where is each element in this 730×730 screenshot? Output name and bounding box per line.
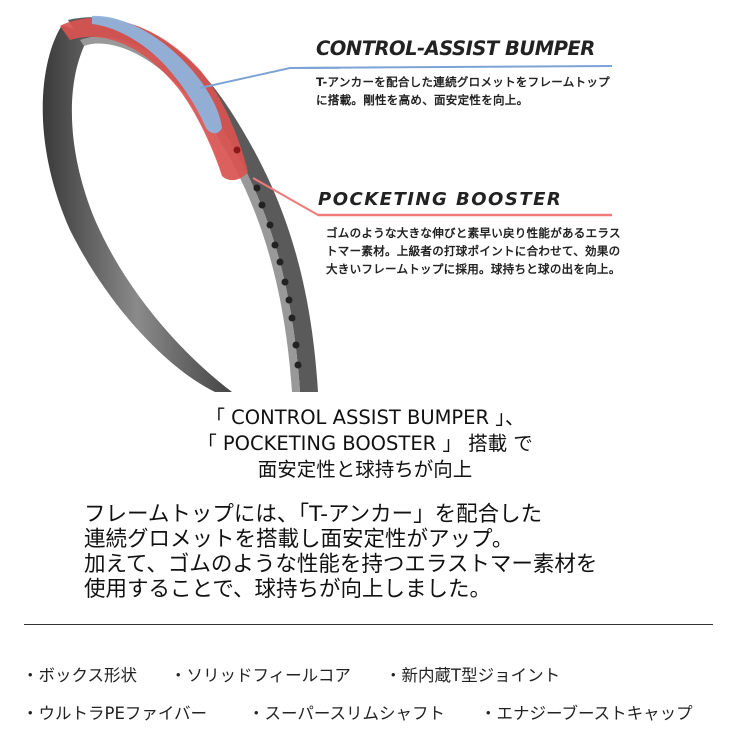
feature-item: ・スーパースリムシャフト — [248, 704, 446, 723]
pocketing-booster-title: POCKETING BOOSTER — [318, 189, 563, 210]
description-line: トマー素材。上級者の打球ポイントに合わせて、効果の — [326, 244, 621, 258]
body-line: 加えて、ゴムのような性能を持つエラストマー素材を — [84, 552, 598, 577]
description-line: ゴムのような大きな伸びと素早い戻り性能があるエラス — [326, 226, 621, 240]
headline-line: 「 POCKETING BOOSTER 」 搭載 で — [197, 432, 533, 455]
description-line: 大きいフレームトップに採用。球持ちと球の出を向上。 — [326, 262, 621, 276]
control-assist-bumper-description: T-アンカーを配合した連続グロメットをフレームトップ に搭載。剛性を高め、面安定… — [316, 73, 610, 109]
body-description: フレームトップには、「T-アンカー」を配合した 連続グロメットを搭載し面安定性が… — [84, 502, 597, 602]
body-line: 連続グロメットを搭載し面安定性がアップ。 — [84, 527, 514, 552]
headline: 「 CONTROL ASSIST BUMPER 」、 「 POCKETING B… — [0, 405, 730, 483]
control-assist-bumper-title: CONTROL-ASSIST BUMPER — [316, 37, 595, 60]
headline-line: 「 CONTROL ASSIST BUMPER 」、 — [205, 406, 525, 429]
racket-frame-illustration — [42, 15, 340, 393]
description-line: に搭載。剛性を高め、面安定性を向上。 — [316, 93, 529, 107]
body-line: 使用することで、球持ちが向上しました。 — [84, 577, 491, 602]
feature-item: ・ウルトラPEファイバー — [22, 704, 208, 723]
description-line: T-アンカーを配合した連続グロメットをフレームトップ — [316, 75, 610, 89]
feature-item: ・新内蔵T型ジョイント — [385, 666, 561, 685]
feature-item: ・ボックス形状 — [22, 666, 138, 685]
headline-line: 面安定性と球持ちが向上 — [257, 458, 473, 481]
divider — [24, 624, 713, 625]
feature-item: ・エナジーブーストキャップ — [480, 704, 693, 723]
feature-item: ・ソリッドフィールコア — [170, 666, 351, 685]
pocketing-booster-description: ゴムのような大きな伸びと素早い戻り性能があるエラス トマー素材。上級者の打球ポイ… — [326, 224, 621, 278]
body-line: フレームトップには、「T-アンカー」を配合した — [84, 502, 543, 527]
